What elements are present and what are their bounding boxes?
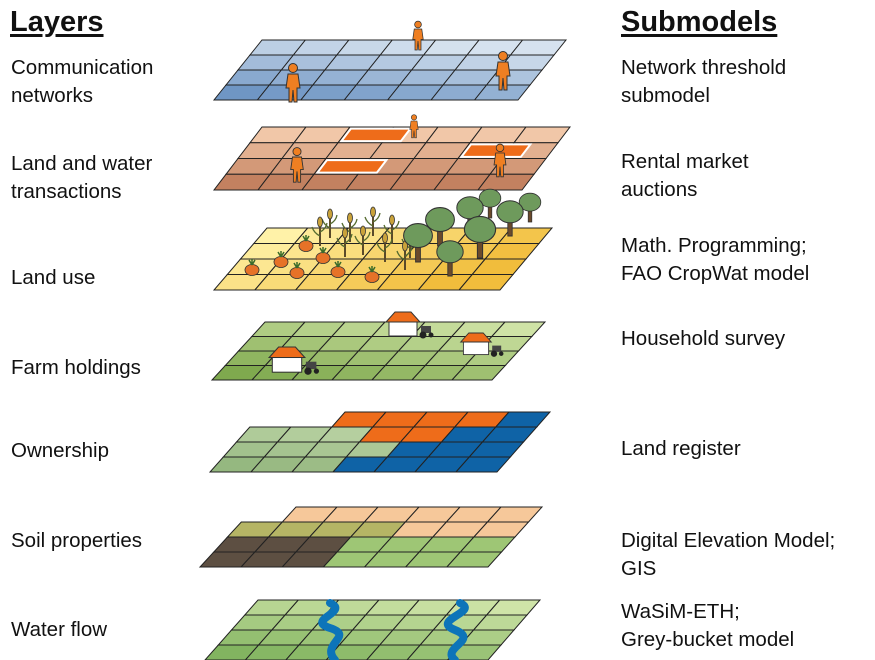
submodel-label-dem: Digital Elevation Model; GIS: [621, 529, 836, 580]
vegetable-icon: [273, 251, 289, 268]
layer-label-soil: Soil properties: [11, 529, 143, 552]
submodel-label-network: Network threshold submodel: [621, 56, 787, 107]
grid-cell: [204, 644, 260, 660]
crop-icon: [364, 206, 381, 236]
layer-label-communication: Communication networks: [11, 56, 154, 107]
grid-cell: [458, 274, 515, 291]
vegetable-icon: [244, 259, 260, 276]
transacted-parcel: [339, 127, 413, 143]
layer-farm-holdings: [210, 311, 547, 381]
layer-land-water-transactions: [212, 114, 572, 191]
river: [318, 599, 344, 660]
submodel-label-household-survey: Household survey: [621, 327, 786, 350]
tree-icon: [478, 188, 502, 219]
vegetable-icon: [330, 261, 346, 278]
crop-icon: [321, 208, 338, 238]
layer-label-farm-holdings: Farm holdings: [11, 356, 141, 379]
grid-cell: [445, 551, 503, 568]
person-icon: [495, 51, 511, 91]
layer-label-ownership: Ownership: [11, 439, 109, 462]
layer-communication-networks: [212, 20, 568, 103]
tree-icon: [463, 215, 497, 259]
grid-cell: [476, 173, 536, 191]
farmhouse-icon: [384, 311, 434, 339]
transacted-parcel: [459, 143, 533, 158]
layer-label-water-flow: Water flow: [11, 618, 108, 641]
farmhouse-icon: [267, 346, 320, 375]
tree-icon: [403, 223, 433, 263]
layer-water-flow: [204, 599, 542, 660]
layer-label-transactions: Land and water transactions: [11, 152, 153, 203]
crop-icon: [354, 225, 371, 255]
grid-cell: [454, 456, 512, 473]
submodel-label-math-programming: Math. Programming; FAO CropWat model: [621, 234, 810, 285]
crop-icon: [376, 232, 393, 262]
submodels-header: Submodels: [621, 6, 778, 38]
layers-header: Layers: [10, 6, 104, 38]
person-icon: [409, 114, 419, 139]
layer-land-use: [212, 188, 554, 291]
grid-cell: [450, 365, 507, 381]
crop-icon: [336, 227, 353, 257]
layer-label-land-use: Land use: [11, 266, 96, 289]
transacted-parcel: [315, 159, 389, 174]
submodel-label-rental: Rental market auctions: [621, 150, 749, 201]
person-icon: [493, 143, 507, 178]
grid-cell: [473, 84, 532, 101]
submodel-label-wasim: WaSiM-ETH; Grey-bucket model: [621, 600, 795, 651]
vegetable-icon: [315, 247, 331, 264]
submodel-label-land-register: Land register: [621, 437, 741, 460]
vegetable-icon: [298, 235, 314, 252]
person-icon: [285, 63, 301, 103]
river: [443, 599, 469, 660]
vegetable-icon: [289, 262, 305, 279]
crop-icon: [396, 240, 413, 270]
grid-cell: [406, 644, 462, 660]
tree-icon: [496, 200, 524, 237]
layer-soil-properties: [198, 506, 544, 568]
vegetable-icon: [364, 266, 380, 283]
tree-icon: [518, 192, 542, 223]
tree-icon: [425, 207, 455, 247]
farmhouse-icon: [459, 332, 504, 357]
crop-icon: [311, 216, 328, 246]
layer-ownership: [208, 411, 552, 473]
person-icon: [290, 147, 304, 183]
grid-cell: [244, 644, 301, 660]
tree-icon: [436, 240, 464, 277]
person-icon: [412, 20, 424, 51]
grid-cell: [366, 644, 422, 660]
grid-cell: [285, 644, 341, 660]
